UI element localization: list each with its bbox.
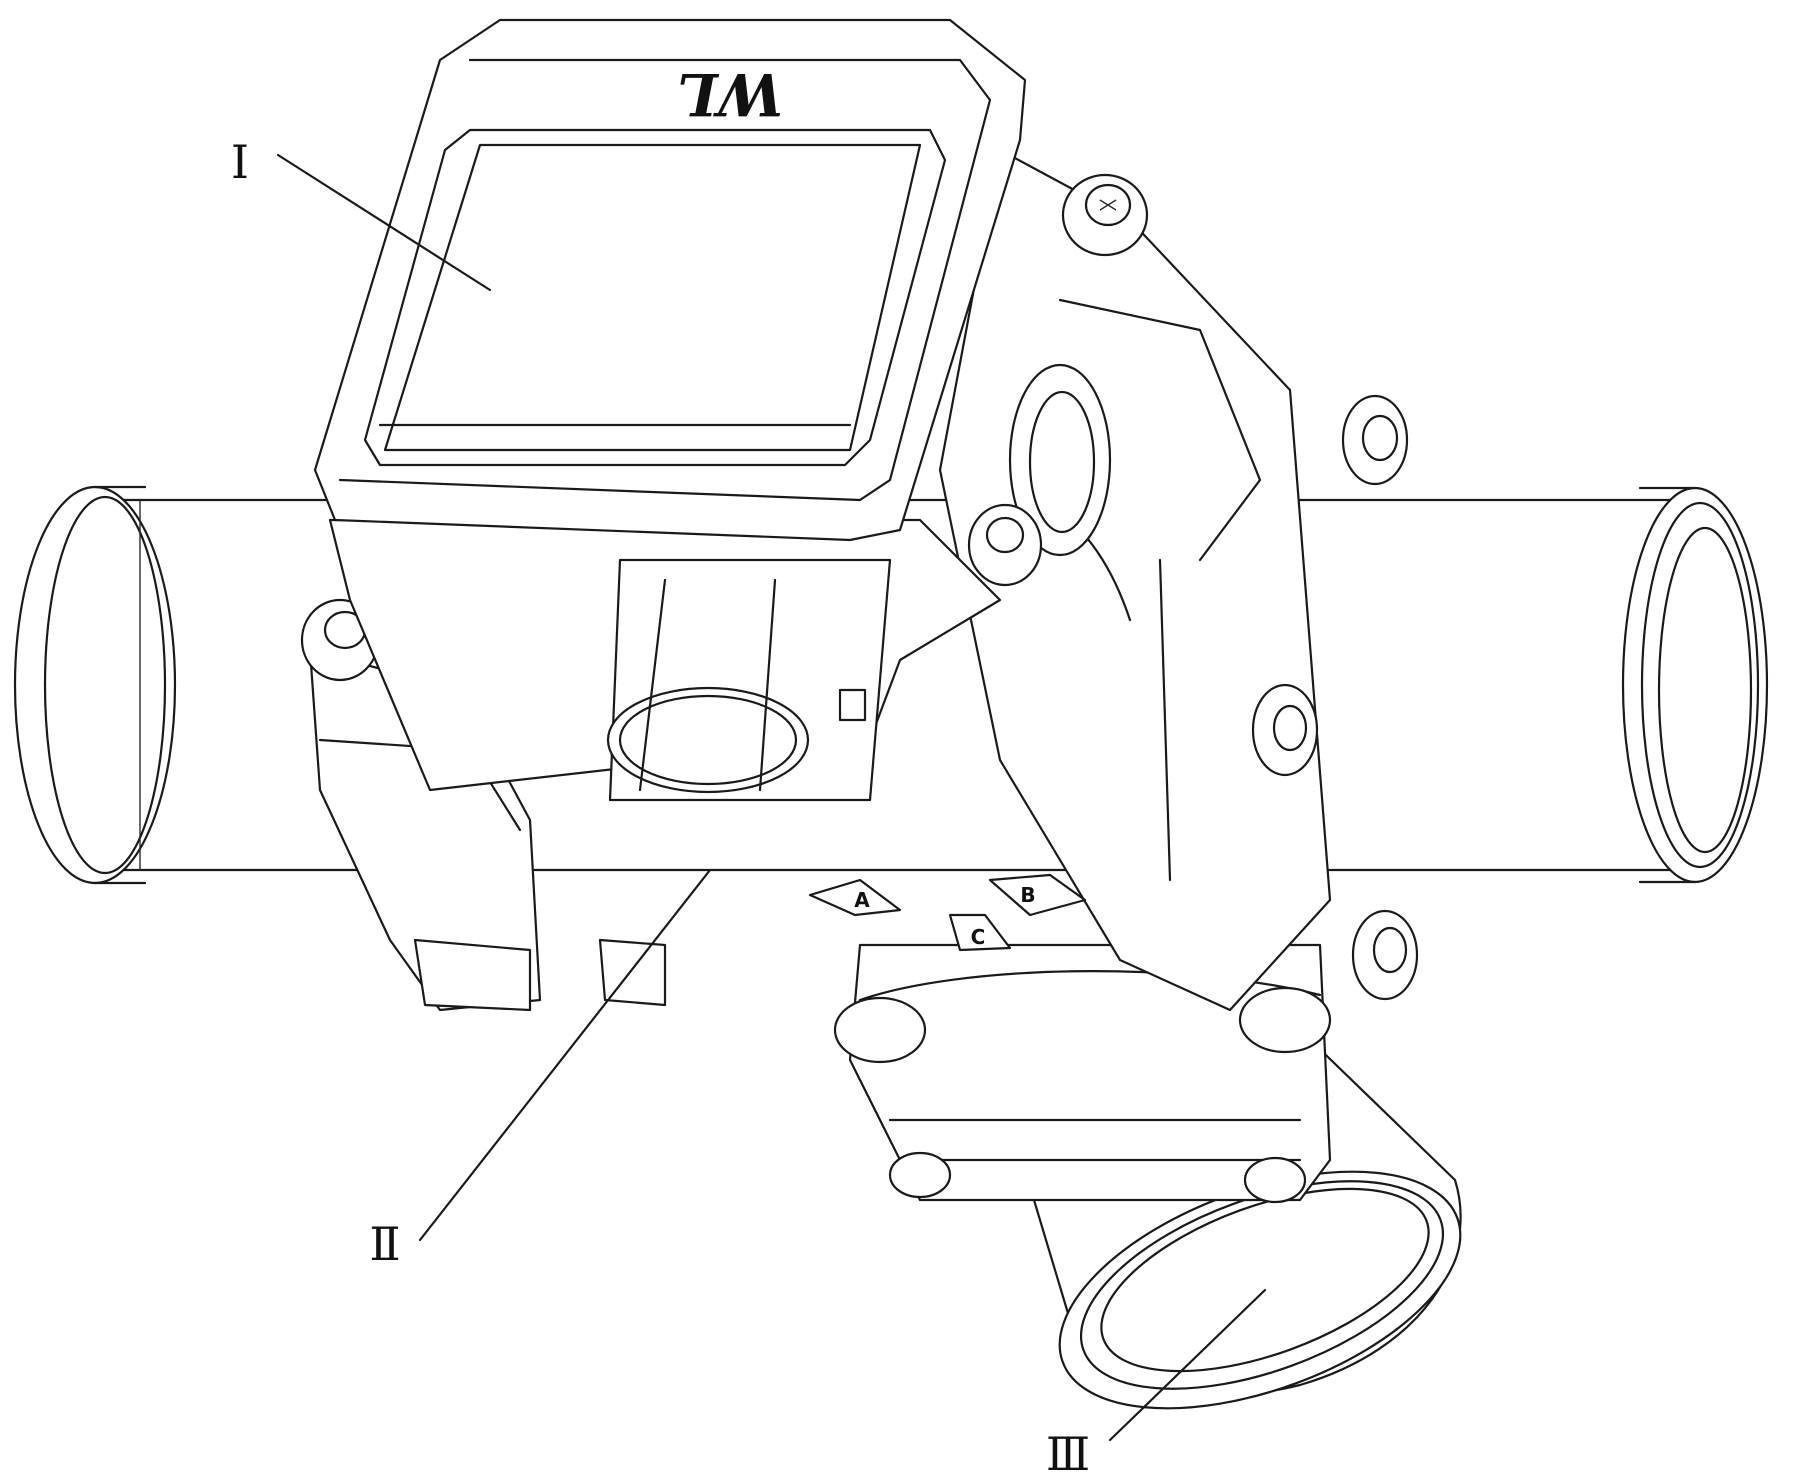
- connector: [608, 560, 890, 800]
- bolt: [1343, 396, 1407, 484]
- label-part-1: Ⅰ: [231, 135, 249, 189]
- label-part-2: Ⅱ: [369, 1217, 400, 1271]
- flow-arrow-b: [990, 875, 1085, 915]
- flow-markings: A B C: [810, 875, 1085, 950]
- bolt: [969, 505, 1041, 585]
- lower-housing: [835, 945, 1330, 1202]
- brand-logo: WL: [677, 60, 783, 128]
- left-flange: [15, 487, 175, 883]
- right-flange: [1623, 488, 1767, 882]
- bolt: [1353, 911, 1417, 999]
- svg-text:B: B: [1020, 883, 1035, 907]
- control-head: WL: [315, 20, 1025, 540]
- bolt: [1063, 175, 1147, 255]
- svg-text:C: C: [971, 925, 986, 949]
- svg-text:A: A: [854, 888, 870, 912]
- label-part-3: Ⅲ: [1046, 1427, 1090, 1481]
- bolt: [1253, 685, 1317, 775]
